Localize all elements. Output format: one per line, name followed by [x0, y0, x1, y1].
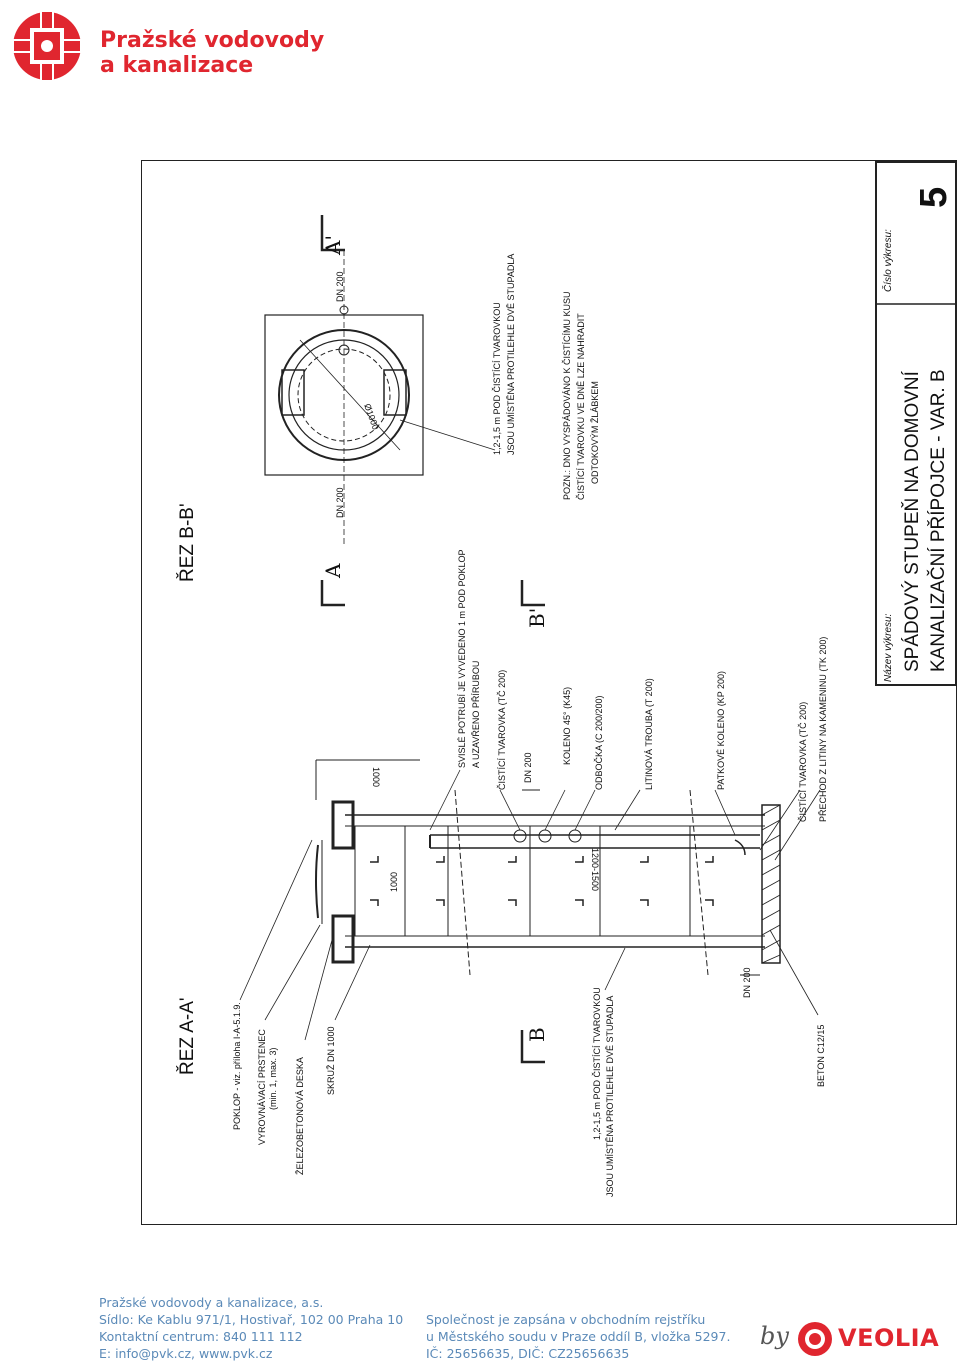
label-deska: ŽELEZOBETONOVÁ DESKA — [295, 1057, 305, 1175]
mark-b2: B' — [525, 608, 549, 628]
label-prechod: PŘECHOD Z LITINY NA KAMENINU (TK 200) — [818, 637, 828, 822]
label-tvarovka-1: ČISTÍCÍ TVAROVKA (TČ 200) — [497, 670, 507, 790]
footer-contact: Kontaktní centrum: 840 111 112 — [99, 1329, 303, 1344]
label-trouba: LITINOVÁ TROUBA (T 200) — [644, 678, 654, 790]
title-block-frame — [875, 161, 957, 686]
brand-line2: a kanalizace — [100, 53, 254, 78]
dim-dn200-c: DN 200 — [335, 487, 345, 518]
dim-phi: Ø1000 — [362, 402, 381, 431]
footer-registry: Společnost je zapsána v obchodním rejstř… — [426, 1311, 730, 1362]
footer-address: Sídlo: Ke Kablu 971/1, Hostivař, 102 00 … — [99, 1312, 404, 1327]
ladder-steps — [370, 856, 714, 906]
by-text: by — [760, 1322, 789, 1350]
section-aa-title: ŘEZ A-A' — [176, 997, 198, 1075]
label-koleno: KOLENO 45° (K45) — [562, 687, 572, 765]
footer-registry-1: Společnost je zapsána v obchodním rejstř… — [426, 1312, 706, 1327]
label-prstenec: VYROVNÁVACÍ PRSTENEC — [257, 1029, 267, 1145]
drawing-sheet — [141, 160, 957, 1225]
plan-note-3: ODTOKOVÝM ŽLÁBKEM — [590, 381, 600, 484]
concrete-slab-top — [331, 800, 355, 850]
mark-b: B — [525, 1027, 549, 1042]
title-number: 5 — [913, 187, 955, 208]
title-line1: SPÁDOVÝ STUPEŇ NA DOMOVNÍ — [901, 370, 923, 672]
leader-lines-right — [429, 769, 821, 861]
label-patkove: PATKOVÉ KOLENO (KP 200) — [716, 671, 726, 790]
label-beton: BETON C12/15 — [816, 1025, 826, 1087]
label-uzavreno: A UZAVŘENO PŘÍRUBOU — [471, 661, 481, 768]
dim-dn200-a: DN 200 — [523, 752, 533, 783]
footer-company: Pražské vodovody a kanalizace, a.s. Sídl… — [99, 1294, 403, 1362]
plan-label-2: JSOU UMÍSTĚNA PROTILEHLE DVĚ STUPADLA — [506, 254, 516, 455]
title-line2: KANALIZAČNÍ PŘÍPOJCE - VAR. B — [927, 369, 949, 672]
title-number-label: Číslo výkresu: — [881, 229, 894, 292]
plan-view — [264, 250, 496, 545]
label-svisle: SVISLÉ POTRUBÍ JE VYVEDENO 1 m POD POKLO… — [457, 549, 467, 768]
leader-lines-left — [239, 839, 819, 1041]
plan-label-1: 1,2-1,5 m POD ČISTÍCÍ TVAROVKOU — [492, 302, 502, 455]
footer-ic: IČ: 25656635, DIČ: CZ25656635 — [426, 1346, 630, 1361]
label-stupadla-2: JSOU UMÍSTĚNA PROTILEHLE DVĚ STUPADLA — [605, 996, 615, 1197]
dim-1000-top: 1000 — [371, 767, 381, 787]
title-name-label: Název výkresu: — [883, 613, 894, 682]
footer-registry-2: u Městského soudu v Praze oddíl B, vložk… — [426, 1329, 731, 1344]
label-tvarovka-2: ČISTÍCÍ TVAROVKA (TČ 200) — [798, 702, 808, 822]
label-odbocka: ODBOČKA (C 200/200) — [594, 695, 604, 790]
label-poklop: POKLOP - viz. příloha I-A-5.1.9. — [232, 1002, 242, 1130]
pvk-emblem-icon — [12, 10, 82, 82]
brand-line1: Pražské vodovody — [100, 28, 325, 53]
section-markers — [320, 215, 545, 1064]
label-stupadla-1: 1,2-1,5 m POD ČISTÍCÍ TVAROVKOU — [592, 987, 602, 1140]
label-skruz: SKRUŽ DN 1000 — [326, 1026, 336, 1095]
plan-note-2: ČISTÍCÍ TVAROVKU VE DNĚ LZE NAHRADIT — [576, 313, 586, 500]
company-logo — [10, 8, 310, 88]
veolia-logo: by VEOLIA — [760, 1318, 940, 1358]
dim-dn200-d: DN 200 — [335, 271, 345, 302]
manhole-cover — [315, 844, 319, 919]
mark-a: A — [321, 563, 345, 579]
footer-company-name: Pražské vodovody a kanalizace, a.s. — [99, 1295, 324, 1310]
footer-email: E: info@pvk.cz, www.pvk.cz — [99, 1346, 273, 1361]
veolia-emblem-icon — [798, 1322, 832, 1356]
brand-name: Pražské vodovody a kanalizace — [100, 28, 324, 78]
label-prstenec-note: (min. 1, max. 3) — [268, 1047, 278, 1110]
dim-dn200-b: DN 200 — [742, 967, 752, 998]
concrete-base — [761, 804, 781, 964]
dim-1000: 1000 — [389, 872, 399, 892]
plan-note-1: POZN.: DNO VYSPÁDOVÁNO K ČISTÍCÍMU KUSU — [562, 291, 572, 500]
mark-a2: A' — [321, 235, 345, 256]
section-bb-title: ŘEZ B-B' — [176, 503, 198, 582]
manhole-section — [315, 759, 781, 976]
concrete-slab-bottom — [331, 914, 355, 964]
veolia-wordmark: VEOLIA — [838, 1324, 940, 1352]
dim-1200: 1200-1500 — [590, 848, 600, 891]
